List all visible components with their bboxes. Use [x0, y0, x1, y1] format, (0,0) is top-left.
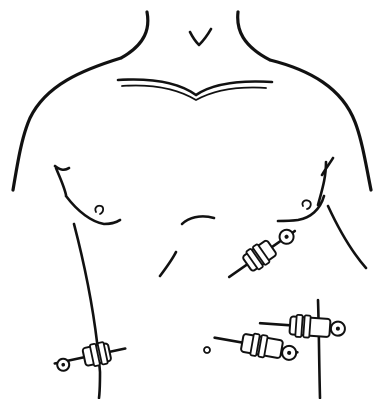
port-lower-middle [213, 327, 300, 363]
left-nipple [95, 206, 103, 214]
port-lower-middle-mark [204, 347, 210, 353]
port-upper-right [223, 222, 301, 286]
port-lower-right-ring [295, 315, 303, 337]
right-flank-lower [318, 300, 320, 398]
right-pectoral [278, 196, 324, 221]
left-flank [74, 224, 100, 398]
neck-right-line [238, 12, 270, 60]
left-pectoral [66, 196, 120, 224]
xiphoid-arc [182, 216, 214, 224]
port-lower-right-ring-2 [303, 315, 311, 337]
rib-margin-left [160, 252, 176, 276]
left-arm-line [56, 168, 66, 195]
right-nipple [302, 200, 310, 209]
jugular-notch [190, 29, 211, 45]
right-shoulder-outline [270, 60, 371, 190]
port-lower-left [52, 338, 127, 374]
port-lower-right [259, 312, 345, 340]
right-armpit [322, 158, 333, 175]
right-flank [328, 206, 366, 268]
neck-left-line [121, 12, 148, 58]
